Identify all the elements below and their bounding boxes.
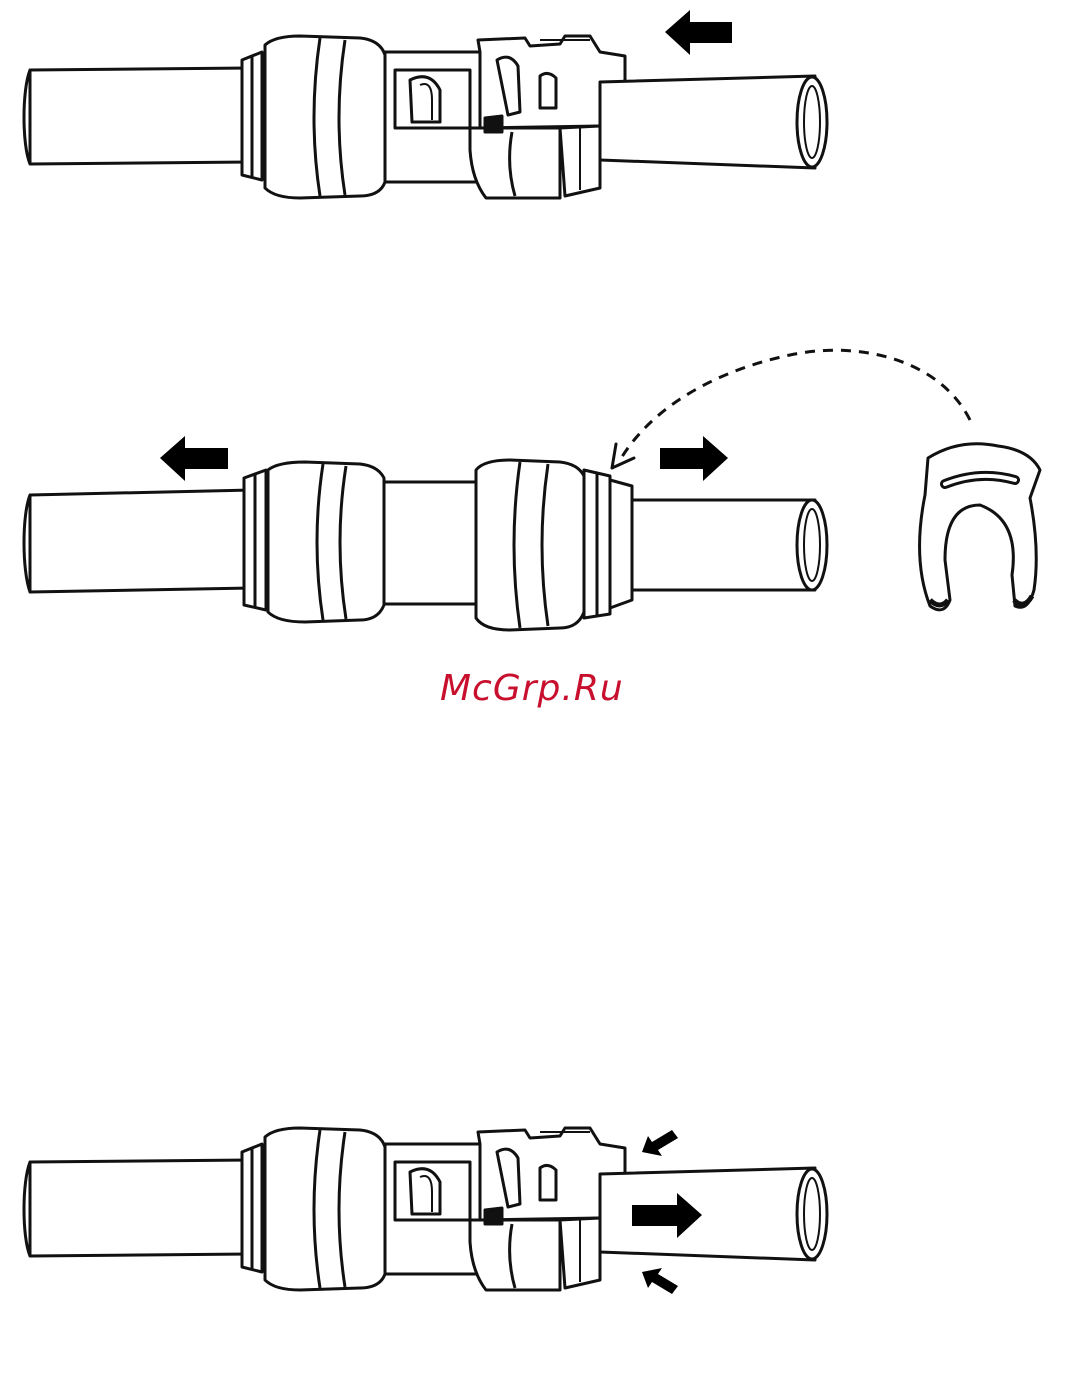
left-tube [30, 490, 252, 592]
right-tube [632, 500, 815, 590]
figure-2 [24, 350, 1040, 630]
figure-1 [24, 10, 827, 198]
arrow-left-icon [160, 436, 228, 481]
dashed-curved-arrow-icon [620, 350, 970, 460]
watermark-text: McGrp.Ru [440, 668, 660, 709]
arrow-right-icon [660, 436, 728, 481]
cutaway-fitting-1 [24, 36, 827, 198]
cutaway-fitting-3 [24, 1128, 827, 1290]
locking-clip-icon [920, 444, 1040, 610]
figure-3 [24, 1128, 827, 1294]
left-body [268, 462, 384, 622]
center-sleeve [384, 482, 478, 604]
arrow-left-icon [665, 10, 732, 55]
press-arrow-icon [642, 1130, 678, 1156]
press-arrow-icon [642, 1268, 678, 1294]
right-body [476, 460, 584, 630]
